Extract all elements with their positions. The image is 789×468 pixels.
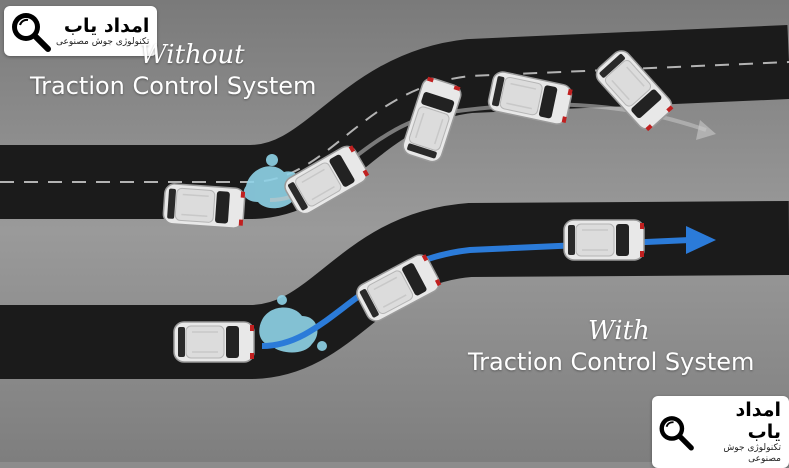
car-with-3 xyxy=(563,219,645,261)
tcs-arrow-head xyxy=(686,226,716,254)
logo-top: امداد یاب تکنولوژی جوش مصنوعی xyxy=(4,6,158,56)
puddle-bottom xyxy=(259,295,327,353)
tcs-path xyxy=(261,237,691,349)
logo-tagline: تکنولوژی جوش مصنوعی xyxy=(56,36,150,47)
magnifier-icon xyxy=(12,13,51,52)
label-with-main: Traction Control System xyxy=(468,348,755,376)
logo-name: امداد یاب xyxy=(735,399,781,443)
logo-bottom: امداد یاب تکنولوژی جوش مصنوعی xyxy=(652,396,789,468)
label-with-prefix: With xyxy=(588,316,650,346)
label-without-tcs: Without Traction Control System xyxy=(30,40,342,102)
skid-arrow-head xyxy=(696,120,716,140)
magnifier-icon xyxy=(659,416,694,451)
car-without-1 xyxy=(161,182,247,230)
car-with-1 xyxy=(173,321,255,363)
logo-tagline: تکنولوژی جوش مصنوعی xyxy=(723,443,781,464)
label-with-tcs: With Traction Control System xyxy=(468,316,782,378)
label-without-main: Traction Control System xyxy=(30,72,317,100)
logo-name: امداد یاب xyxy=(63,14,150,37)
label-without-prefix: Without xyxy=(140,40,245,70)
